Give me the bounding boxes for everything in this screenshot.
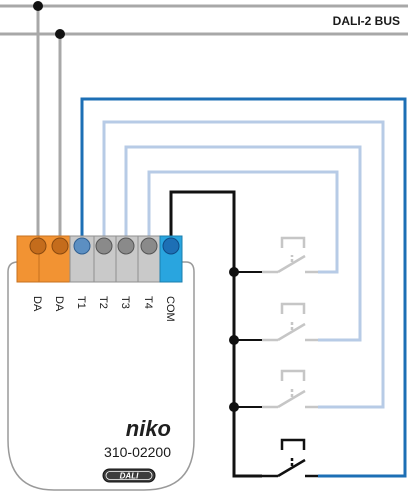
bus-junction-dot-1 bbox=[33, 1, 43, 11]
terminal-label-t3: T3 bbox=[119, 296, 131, 309]
screw-t1 bbox=[73, 237, 91, 255]
push-button-switch-4 bbox=[262, 236, 318, 274]
terminal-label-t2: T2 bbox=[97, 296, 109, 309]
input-wire-t1 bbox=[80, 97, 407, 478]
model-number: 310-02200 bbox=[104, 444, 171, 460]
screw-t3 bbox=[117, 237, 135, 255]
terminal-screws bbox=[29, 237, 180, 255]
common-junction-dot-1 bbox=[229, 267, 239, 277]
input-wire-t2 bbox=[102, 120, 385, 409]
common-junction-dot-3 bbox=[229, 402, 239, 412]
screw-da-1 bbox=[29, 237, 47, 255]
terminal-label-da-2: DA bbox=[53, 296, 65, 312]
common-junction-dot-2 bbox=[229, 335, 239, 345]
push-button-switch-2 bbox=[262, 369, 318, 409]
screw-t2 bbox=[95, 237, 113, 255]
terminal-label-com: COM bbox=[164, 296, 176, 322]
dali-badge-label: DALI bbox=[120, 472, 139, 481]
terminal-label-t1: T1 bbox=[75, 296, 87, 309]
push-button-switch-1 bbox=[262, 438, 318, 478]
common-wire bbox=[169, 190, 262, 478]
dali-badge: DALI bbox=[102, 468, 156, 483]
screw-da-2 bbox=[51, 237, 69, 255]
push-button-switch-3 bbox=[262, 302, 318, 342]
terminal-label-da-1: DA bbox=[31, 296, 43, 312]
screw-com bbox=[162, 237, 180, 255]
input-wire-t3 bbox=[124, 145, 362, 342]
screw-t4 bbox=[140, 237, 158, 255]
terminal-label-t4: T4 bbox=[142, 296, 154, 309]
input-wire-t4 bbox=[147, 170, 339, 274]
bus-junction-dot-2 bbox=[55, 29, 65, 39]
brand-logo: niko bbox=[126, 416, 171, 441]
module-body bbox=[7, 261, 195, 491]
bus-label: DALI-2 BUS bbox=[333, 14, 400, 28]
